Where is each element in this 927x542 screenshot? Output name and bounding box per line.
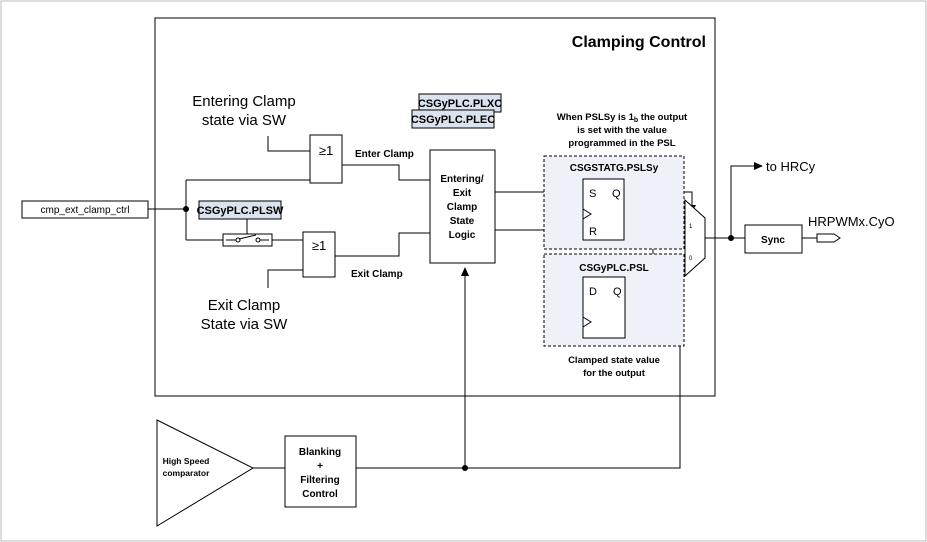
blanking-line2: + <box>317 461 323 472</box>
comparator-line2: comparator <box>163 468 210 478</box>
entering-sw-label-line2: state via SW <box>202 112 287 129</box>
blanking-line1: Blanking <box>299 447 341 458</box>
high-speed-comparator <box>156 419 255 527</box>
or-gate-exit-label: ≥1 <box>312 238 326 253</box>
logic-line-1: Entering/ <box>440 174 484 185</box>
register-plxc-label: CSGyPLC.PLXC <box>418 98 502 110</box>
sync-block <box>744 224 803 254</box>
output-pin-icon <box>816 233 841 243</box>
junction-dots <box>183 206 734 471</box>
psl-bottom-note-line1: Clamped state value <box>568 355 660 366</box>
psl-note-line1-b: the output <box>638 112 688 123</box>
psl-region-label: CSGyPLC.PSL <box>579 263 648 274</box>
sr-r-pin: R <box>589 226 597 238</box>
or-gate-enter <box>309 134 343 184</box>
sync-label: Sync <box>761 235 785 246</box>
psl-note-line1-a: When PSLSy is 1 <box>557 112 635 123</box>
register-plec <box>411 109 495 129</box>
pslsy-region-label: CSGSTATG.PSLSy <box>570 163 659 174</box>
clamping-control-boundary <box>154 17 716 397</box>
ext-clamp-input-label: cmp_ext_clamp_ctrl <box>41 205 130 216</box>
comparator-line1: High Speed <box>163 456 210 466</box>
mux-input-1-label: 1 <box>689 224 693 230</box>
register-plsw-label: CSGyPLC.PLSW <box>197 205 284 217</box>
ext-clamp-input-box <box>21 200 149 219</box>
psl-bottom-note-line2: for the output <box>583 368 646 379</box>
psl-note-line3: programmed in the PSL <box>568 138 675 149</box>
logic-line-4: State <box>450 216 475 227</box>
d-flip-flop <box>582 276 626 339</box>
register-plec-label: CSGyPLC.PLEC <box>411 114 495 126</box>
blanking-filtering-block <box>284 435 357 508</box>
logic-line-3: Clamp <box>447 202 478 213</box>
sr-clock-mark <box>582 208 592 220</box>
enter-clamp-label: Enter Clamp <box>355 149 414 160</box>
blanking-line3: Filtering <box>300 475 339 486</box>
clamping-control-title: Clamping Control <box>572 34 706 51</box>
to-hrc-label: to HRCy <box>766 159 816 174</box>
psl-note-line2: is set with the value <box>577 125 667 136</box>
d-clock-mark <box>582 316 592 328</box>
clamp-state-logic-block <box>429 149 496 264</box>
logic-line-5: Logic <box>449 230 476 241</box>
sr-q-pin: Q <box>612 188 621 200</box>
or-gate-enter-label: ≥1 <box>319 143 333 158</box>
d-q-pin: Q <box>613 286 622 298</box>
psl-note-line1: When PSLSy is 1b the output <box>557 112 688 124</box>
psl-note-subscript: b <box>634 117 638 124</box>
logic-line-2: Exit <box>453 188 472 199</box>
exit-sw-label-line1: Exit Clamp <box>208 297 281 314</box>
register-plsw <box>198 200 282 220</box>
output-pin-label: HRPWMx.CyO <box>808 214 895 229</box>
plsw-switch <box>222 233 273 247</box>
or-gate-exit <box>302 231 336 278</box>
exit-sw-label-line2: State via SW <box>201 316 289 333</box>
exit-clamp-label: Exit Clamp <box>351 269 403 280</box>
blanking-line4: Control <box>302 489 338 500</box>
output-mux <box>684 198 706 278</box>
entering-sw-label-line1: Entering Clamp <box>192 93 295 110</box>
mux-input-0-label: 0 <box>689 256 693 262</box>
sr-s-pin: S <box>589 188 596 200</box>
d-d-pin: D <box>589 286 597 298</box>
sr-flip-flop <box>582 178 625 241</box>
